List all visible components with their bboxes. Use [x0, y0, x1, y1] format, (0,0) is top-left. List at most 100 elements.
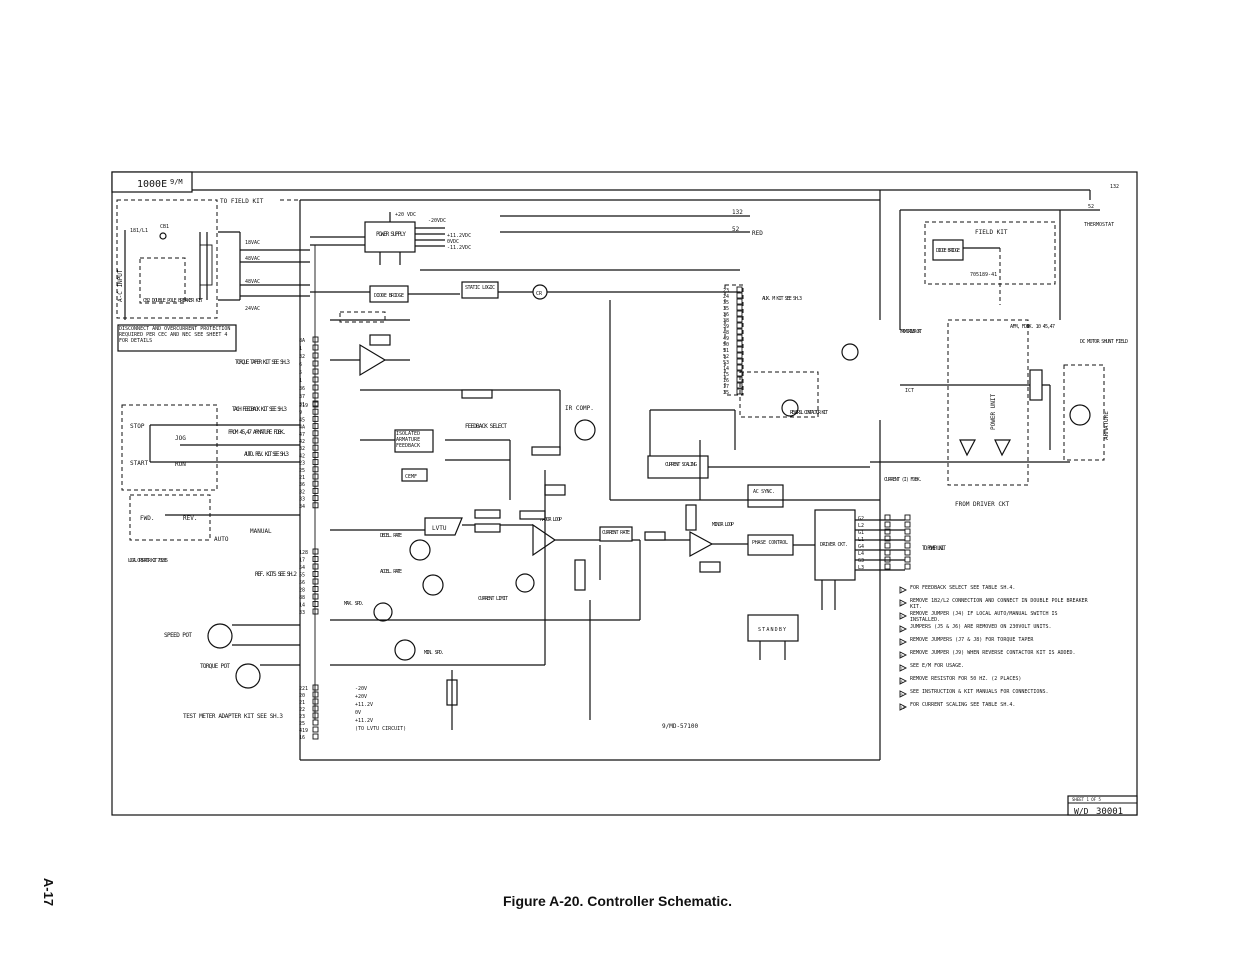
ps-out4: 0VDC — [447, 239, 459, 245]
terminal-label: 54 — [299, 565, 305, 571]
terminal-left-middle: 45 — [299, 415, 319, 423]
terminal-label: 17 — [723, 384, 729, 390]
ps-out1: +20 VDC — [395, 212, 416, 218]
v48b-label: 48VAC — [245, 279, 260, 285]
major-loop-label: MAJOR LOOP — [540, 517, 562, 523]
terminal-label: 28 — [299, 588, 305, 594]
terminal-label: 25 — [299, 721, 305, 727]
terminal-label: 36 — [299, 386, 305, 392]
wire-52b: 52 — [1088, 204, 1094, 210]
dc-motor-label: DC MOTOR SHUNT FIELD — [1080, 339, 1128, 345]
auto-label: AUTO — [214, 536, 229, 543]
terminal-left-lower: 128 — [299, 548, 319, 556]
local-operator-label: LOCAL OPERATOR KIT 705365 — [128, 558, 168, 564]
svg-text:SHEET 1 OF 5: SHEET 1 OF 5 — [1072, 797, 1101, 802]
terminal-left-upper: 32 — [299, 352, 319, 360]
ir-comp-pot — [574, 419, 596, 441]
terminal-label: 23 — [723, 288, 729, 294]
standby-block — [747, 614, 799, 660]
terminal-label: 21 — [299, 475, 305, 481]
terminal-label: 53 — [723, 360, 729, 366]
terminal-left-upper: 8A — [299, 336, 319, 344]
note-text: REMOVE RESISTOR FOR 50 HZ. (2 PLACES) — [910, 676, 1021, 682]
terminal-left-middle: 34 — [299, 502, 319, 510]
terminal-label: 1 — [299, 346, 302, 352]
svg-text:9/M: 9/M — [170, 178, 183, 186]
terminal-left-middle: 23 — [299, 459, 319, 467]
ac-input-label: A-C INPUT — [117, 269, 124, 302]
manual-label: MANUAL — [250, 528, 272, 535]
decel-rate-label: DECEL. RATE — [380, 533, 402, 539]
terminal-label: 55 — [299, 573, 305, 579]
wire-52: 52 — [732, 226, 740, 233]
svg-text:0V: 0V — [355, 710, 361, 716]
drawing-ref: 9/MD-57100 — [662, 723, 699, 730]
bottom-voltage-labels: -20V +20V +11.2V 0V +11.2V (TO LVTU CIRC… — [355, 686, 406, 732]
terminal-aux: 51 — [723, 346, 743, 354]
terminal-label: 419 — [299, 728, 308, 734]
svg-text:30001: 30001 — [1096, 807, 1123, 817]
terminal-left-middle: 33 — [299, 495, 319, 503]
l1-l2-label: 181/L1 — [130, 228, 148, 234]
note-number: 9 — [901, 693, 903, 697]
v18-label: 18VAC — [245, 240, 260, 246]
thermostat-label: THERMOSTAT — [1084, 222, 1114, 228]
ict-label: ICT — [905, 388, 914, 394]
terminal-label: 88 — [299, 595, 305, 601]
ref-kits-label: REF. KITS SEE SH.2 — [255, 571, 297, 578]
driver-out-terminal: L2 — [858, 521, 911, 529]
drawing-border — [111, 171, 1138, 816]
terminal-left-middle: 42 — [299, 437, 319, 445]
driver-out-terminal: G1 — [858, 528, 911, 536]
tach-feedback-label: TACH FEEDBACK KIT SEE SH.3 — [232, 406, 287, 413]
driver-out-label: G2 — [858, 516, 864, 522]
terminal-label: 33 — [299, 497, 305, 503]
terminal-aux: 14 — [723, 364, 743, 372]
terminal-label: 35 — [723, 306, 729, 312]
cb1-label: CB1 — [160, 224, 169, 230]
speed-pot-label: SPEED POT — [164, 632, 192, 639]
terminal-label: 6 — [299, 362, 302, 368]
svg-text:-20V: -20V — [355, 686, 367, 692]
decel-pot — [409, 539, 431, 561]
terminal-label: 36 — [723, 312, 729, 318]
terminal-left-lower: 33 — [299, 608, 319, 616]
terminal-left-lower: 14 — [299, 601, 319, 609]
terminal-left-middle: 47 — [299, 430, 319, 438]
terminal-label: 23 — [299, 461, 305, 467]
driver-out-label: L2 — [858, 523, 864, 529]
fwd-label: FWD. — [140, 515, 154, 522]
terminal-label: 24 — [723, 294, 729, 300]
feedback-select-wiring — [360, 389, 561, 500]
terminal-label: 34 — [299, 504, 305, 510]
terminal-left-upper: 37 — [299, 392, 319, 400]
driver-out-terminal: L1 — [858, 535, 911, 543]
test-meter-label: TEST METER ADAPTER KIT SEE SH.3 — [183, 713, 283, 720]
current-limit-pot — [515, 573, 535, 593]
note-number: 8 — [901, 680, 903, 684]
terminal-left-bottom: 23 — [299, 712, 319, 720]
terminal-left-lower: 88 — [299, 593, 319, 601]
terminal-label: 35 — [723, 300, 729, 306]
speed-pot-symbol — [207, 623, 300, 649]
current-scaling-block — [647, 409, 870, 479]
cr-relay-label: CR — [536, 291, 543, 297]
note-text: SEE E/M FOR USAGE. — [910, 663, 964, 669]
terminal-label: 48 — [723, 330, 729, 336]
standby-label: STANDBY — [758, 627, 786, 633]
terminal-label: 25 — [299, 468, 305, 474]
terminal-label: 16 — [299, 735, 305, 741]
terminal-label: 14 — [723, 366, 729, 372]
phase-control-label: PHASE CONTROL — [752, 540, 788, 546]
terminal-left-middle: 36 — [299, 480, 319, 488]
terminal-left-lower: 17 — [299, 556, 319, 564]
start-label: START — [130, 460, 148, 467]
fwd-rev-box — [129, 494, 300, 541]
